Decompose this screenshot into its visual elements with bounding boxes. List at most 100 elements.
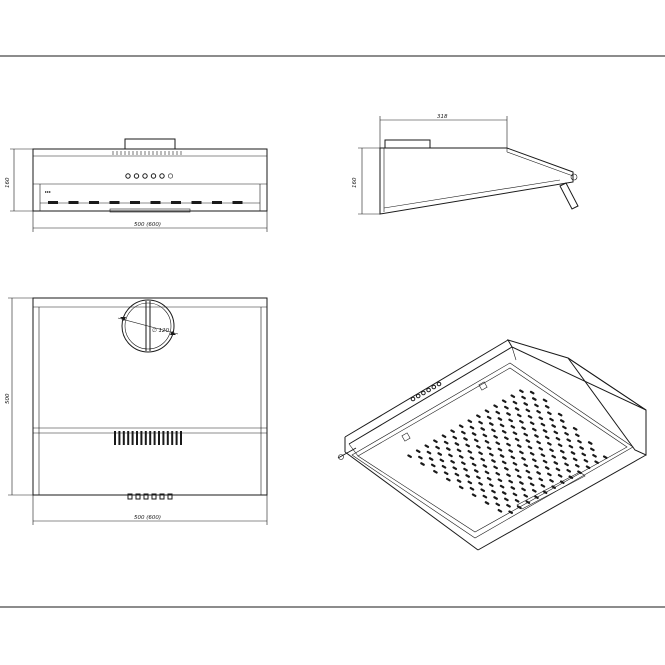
filter-slot [418,455,423,460]
filter-slot [484,470,490,475]
filter-slot [506,503,511,508]
filter-slot [150,201,161,204]
filter-slot [521,487,526,492]
filter-slot [538,446,544,451]
filter-slot [504,436,509,441]
front-light-strip [109,208,191,213]
filter-slot [482,433,488,438]
knob-icon [167,493,173,500]
filter-slot [456,448,462,453]
vent-slot [162,431,165,445]
vent-slot [140,431,143,445]
filter-slot [461,461,466,466]
filter-slot [542,429,548,433]
filter-slot [536,471,541,475]
vent-slot [131,431,134,445]
filter-slot [534,464,539,469]
knob-icon [410,396,416,402]
filter-slot [469,425,475,430]
filter-slot [508,449,514,453]
front-filter-slots [48,201,243,204]
filter-slot [480,488,486,493]
filter-slot [525,408,531,413]
vent-slot [180,431,182,445]
filter-slot [473,469,479,473]
filter-slot [577,439,582,444]
vent-slot [122,431,125,445]
vent-slot [118,431,121,445]
vent-slot [136,431,138,445]
filter-slot [529,390,535,395]
filter-slot [570,451,576,455]
filter-slot [488,452,494,457]
filter-slot [433,469,438,474]
filter-slot [465,474,471,478]
knob-icon [135,493,141,500]
filter-slot [495,441,501,446]
filter-slot [514,407,520,411]
filter-slot [529,451,535,456]
filter-slot [504,405,509,410]
filter-slot [493,465,498,470]
filter-slot [521,395,526,400]
vent-slot [175,431,178,445]
filter-slot [488,422,494,426]
filter-slot [458,454,464,459]
filter-slot [482,464,488,468]
vent-slot [149,431,152,445]
filter-slot [536,409,541,414]
filter-slot [564,431,569,436]
filter-slot [130,201,140,204]
filter-slot [68,201,79,204]
filter-slot [506,442,511,447]
filter-slot [538,477,544,482]
filter-slot [521,456,526,461]
filter-slot [512,431,518,436]
filter-slot [476,414,481,419]
filter-slot [424,444,430,449]
filter-slot [525,500,531,505]
filter-slot [458,485,464,490]
filter-slot [553,430,559,435]
filter-slot [531,397,537,401]
knob-icon [159,173,165,179]
filter-slot [566,468,572,473]
filter-slot [476,444,481,449]
filter-slot [534,403,539,408]
filter-slot [433,439,438,444]
filter-slot [523,463,529,468]
filter-slot [445,447,451,451]
top-depth-label: 500 [5,393,11,404]
filter-slot [514,437,520,442]
filter-slot [566,438,572,443]
filter-slot [529,421,535,426]
vent-slot [114,431,116,445]
iso-filter-slots [407,389,608,515]
front-control-buttons [125,173,174,179]
filter-slot [549,478,554,483]
filter-slot [547,472,552,477]
filter-slot [441,434,447,439]
filter-slot [542,398,548,403]
filter-slot [486,446,492,451]
filter-slot [212,201,222,204]
filter-slot [519,389,524,394]
filter-slot [428,457,434,461]
filter-slot [493,496,498,500]
knob-icon [133,173,140,179]
filter-slot [516,474,522,479]
filter-slot [484,501,490,505]
filter-slot [555,467,561,472]
filter-slot [467,449,473,454]
filter-slot [488,483,494,488]
filter-slot [574,463,580,468]
knob-icon [415,393,421,399]
filter-slot [437,452,443,456]
filter-slot [450,459,455,464]
filter-slot [516,444,522,448]
top-rear-vents [114,431,182,445]
filter-slot [512,400,518,405]
filter-slot [540,453,546,458]
filter-slot [551,424,557,428]
filter-slot [510,424,516,429]
